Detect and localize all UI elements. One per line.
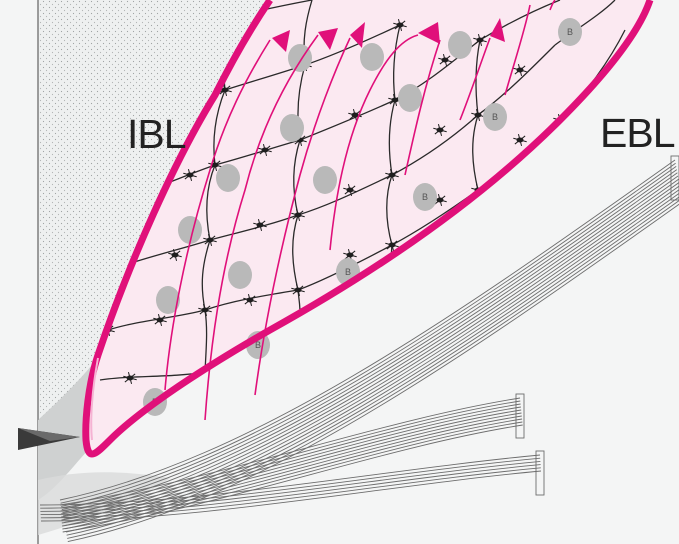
cell-nucleus bbox=[360, 43, 384, 71]
cell-nucleus bbox=[216, 164, 240, 192]
cell-nucleus-letter: B bbox=[492, 112, 498, 122]
ebl-label: EBL bbox=[600, 110, 675, 156]
cell-nucleus bbox=[228, 261, 252, 289]
cell-nucleus bbox=[448, 31, 472, 59]
cell-nucleus-letter: B bbox=[422, 192, 428, 202]
cell-nucleus-letter: B bbox=[567, 27, 573, 37]
cell-nucleus bbox=[313, 166, 337, 194]
cell-nucleus-letter: B bbox=[345, 267, 351, 277]
cell-nucleus bbox=[280, 114, 304, 142]
cell-nucleus bbox=[398, 84, 422, 112]
ibl-label: IBL bbox=[127, 111, 186, 157]
